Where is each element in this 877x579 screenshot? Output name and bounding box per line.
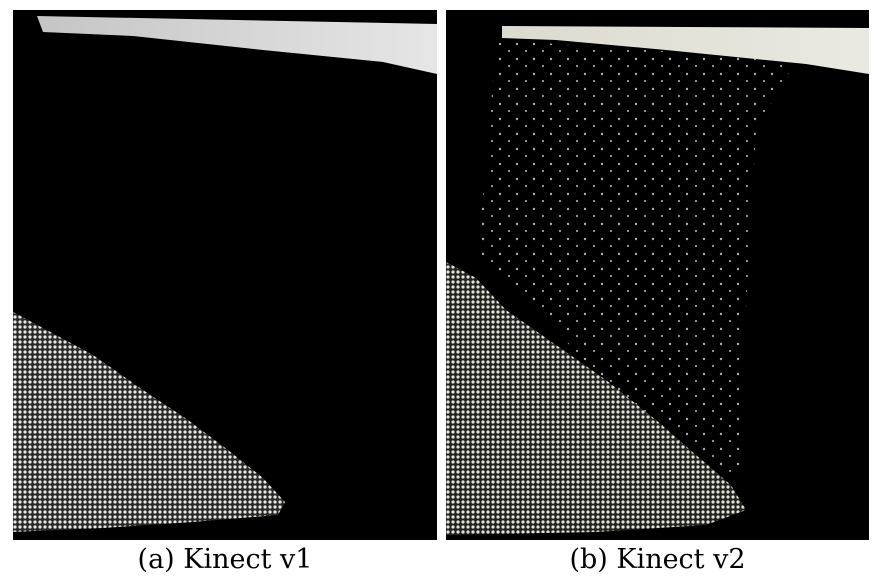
kinect-v2-point-cloud-render bbox=[446, 10, 869, 540]
floor-point-surface bbox=[13, 312, 285, 532]
sparse-noise-points bbox=[476, 40, 796, 480]
caption-kinect-v2: (b) Kinect v2 bbox=[569, 544, 746, 575]
kinect-v2-point-cloud-image bbox=[446, 10, 869, 540]
floor-point-surface bbox=[446, 262, 746, 535]
ceiling-point-surface bbox=[37, 16, 437, 74]
caption-kinect-v1: (a) Kinect v1 bbox=[137, 544, 313, 575]
ceiling-point-surface bbox=[502, 26, 869, 74]
kinect-v1-point-cloud-render bbox=[13, 10, 437, 540]
kinect-v1-point-cloud-image bbox=[13, 10, 437, 540]
